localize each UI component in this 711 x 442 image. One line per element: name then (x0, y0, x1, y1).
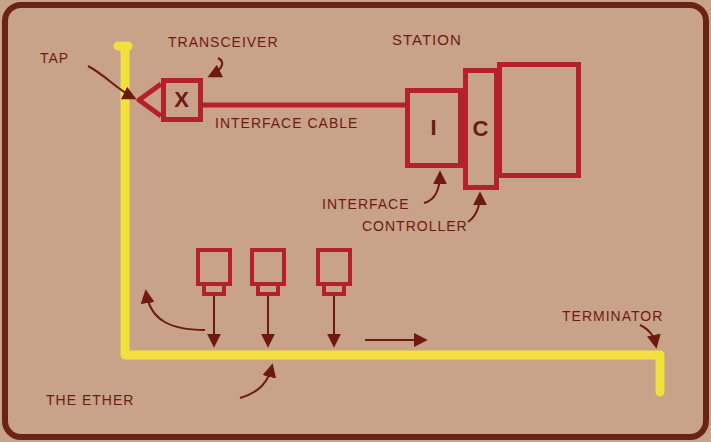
part-label: CONTROLLER (362, 218, 468, 234)
station-heading: STATION (392, 31, 462, 48)
station-box: STATION (497, 62, 581, 178)
interface-box: I (405, 88, 463, 168)
part-label: TRANSCEIVER (168, 34, 279, 50)
tap-symbol (139, 84, 161, 116)
part-label: TERMINATOR (562, 308, 663, 324)
part-label: THE ETHER (46, 392, 134, 408)
part-label: TAP (40, 50, 69, 66)
box-letter: X (174, 87, 190, 113)
frame (5, 5, 706, 437)
ether-cable (118, 46, 660, 392)
transceiver-box: X (161, 78, 203, 122)
interface-cable (203, 103, 405, 108)
box-letter: C (473, 116, 490, 142)
controller-box: C (463, 68, 499, 190)
small-stations (198, 250, 350, 294)
edge-label: INTERFACE CABLE (215, 115, 358, 131)
box-letter: I (430, 115, 437, 141)
leader-arrows (88, 58, 656, 398)
part-label: INTERFACE (322, 196, 410, 212)
